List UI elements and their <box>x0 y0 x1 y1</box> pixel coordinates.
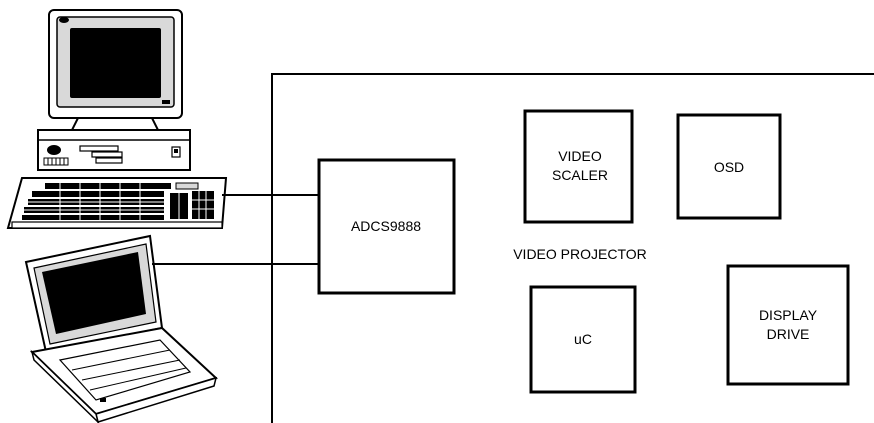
video-scaler-label-line1: VIDEO <box>558 148 602 164</box>
video-projector-label: VIDEO PROJECTOR <box>513 246 647 262</box>
display-drive-block: DISPLAY DRIVE <box>726 264 850 386</box>
uc-block: uC <box>529 285 637 394</box>
video-scaler-label-line2: SCALER <box>552 167 608 183</box>
video-projector-enclosure <box>271 73 874 423</box>
display-drive-label-line1: DISPLAY <box>759 307 818 323</box>
display-drive-label-line2: DRIVE <box>767 326 810 342</box>
uc-label: uC <box>574 331 592 347</box>
video-scaler-block: VIDEO SCALER <box>523 109 634 224</box>
adcs9888-block: ADCS9888 <box>317 158 456 295</box>
adcs9888-label: ADCS9888 <box>351 218 421 234</box>
desktop-computer-icon <box>6 9 228 229</box>
osd-label: OSD <box>714 159 744 175</box>
osd-block: OSD <box>676 113 782 220</box>
laptop-computer-icon <box>24 234 218 423</box>
